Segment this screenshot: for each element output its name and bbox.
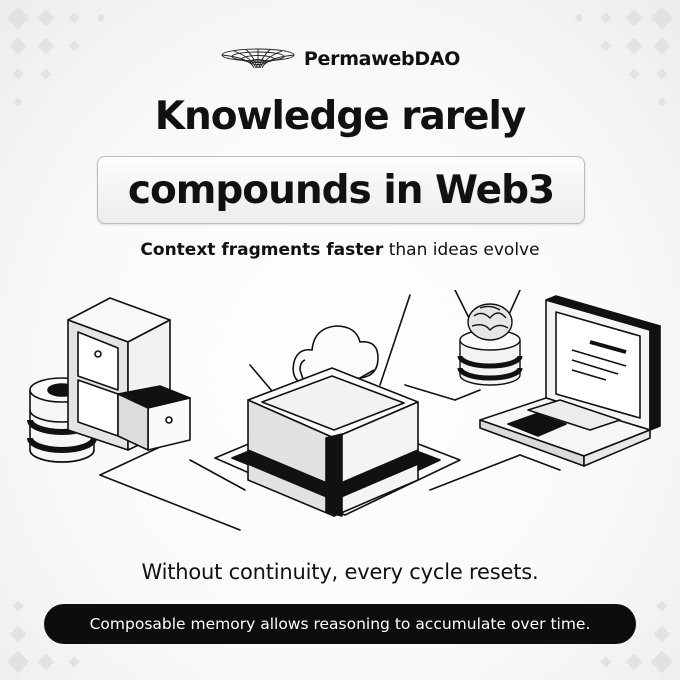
headline-line-1: Knowledge rarely (154, 94, 527, 139)
wormhole-grid-icon (221, 48, 295, 69)
headline-highlight-box: compounds in Web3 (97, 156, 585, 224)
headline-line-2: compounds in Web3 (127, 167, 555, 213)
laptop-icon (479, 295, 661, 467)
subtitle: Context fragments faster than ideas evol… (0, 240, 680, 260)
filing-cabinet-icon (67, 297, 191, 451)
server-block-icon (214, 367, 461, 517)
infrastructure-illustration (27, 290, 661, 531)
footer-pill-text: Composable memory allows reasoning to ac… (89, 615, 591, 633)
subtitle-bold: Context fragments faster (140, 240, 384, 260)
footer-pill: Composable memory allows reasoning to ac… (44, 604, 636, 644)
brain-icon (457, 303, 523, 386)
brand-header: PermawebDAO (0, 46, 680, 72)
statement-text: Without continuity, every cycle resets. (141, 560, 539, 584)
brand-name: PermawebDAO (303, 48, 461, 70)
cloud-icon (292, 325, 379, 386)
subtitle-regular: than ideas evolve (383, 240, 540, 260)
